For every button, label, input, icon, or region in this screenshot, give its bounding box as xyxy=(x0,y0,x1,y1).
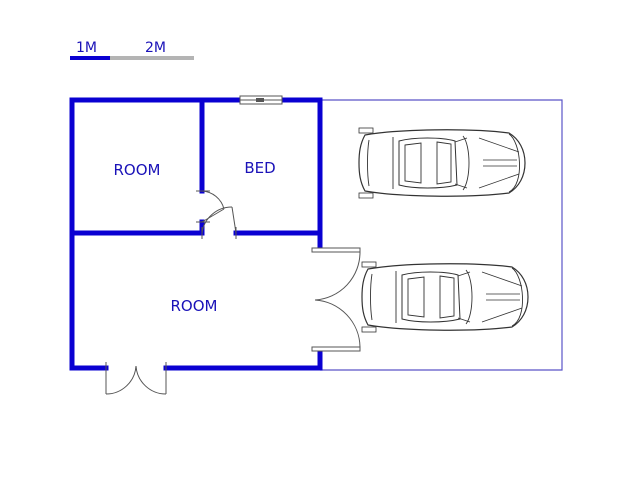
door-swing-icon xyxy=(311,247,361,352)
room-label-top-left: ROOM xyxy=(114,161,161,179)
scale-label-2m: 2M xyxy=(145,40,166,56)
door-swing-icon xyxy=(105,362,167,395)
carport-outline xyxy=(320,99,563,371)
walls xyxy=(69,97,323,371)
room-label-bottom: ROOM xyxy=(171,297,218,315)
car-icon xyxy=(358,127,526,199)
door-swing-icon xyxy=(201,206,237,239)
room-label-bed: BED xyxy=(244,159,275,177)
car-icon xyxy=(361,261,529,333)
door-swing-icon xyxy=(196,190,225,223)
scale-bar: 1M 2M xyxy=(70,40,194,60)
scale-label-1m: 1M xyxy=(76,40,97,56)
window-icon xyxy=(239,95,283,105)
